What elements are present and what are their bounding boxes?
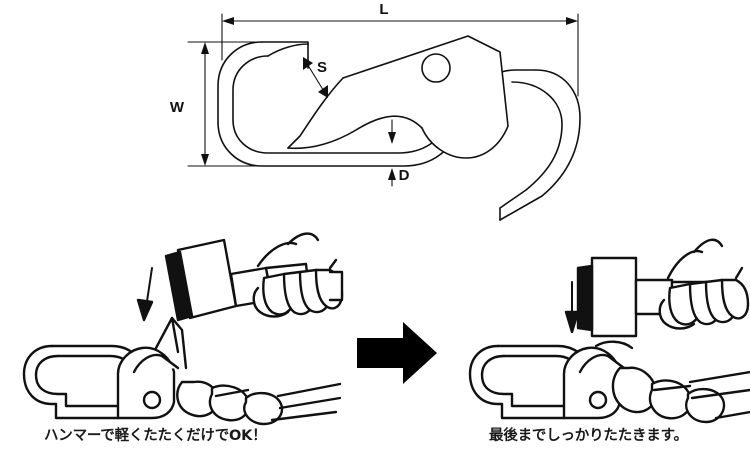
dimension-label-L: L: [379, 1, 388, 18]
step2-hammer-head: [590, 256, 638, 338]
step1-hook-ring-inner: [34, 354, 120, 408]
step1-hand-arm: [286, 232, 320, 246]
step-2-caption: 最後までしっかりたたきます。: [489, 428, 688, 444]
step-1-caption: ハンマーで軽くたたくだけでOK！: [44, 428, 267, 444]
step2-strike-arrowhead: [564, 310, 580, 334]
step2-closed-gate: [594, 340, 634, 350]
step1-hammer-strike-face: [164, 250, 194, 322]
dimension-D-arrowhead-top: [388, 132, 396, 144]
gate-latch-lower-edge: [287, 115, 423, 150]
step1-hand-cuff: [328, 270, 344, 302]
step1-wedge-rivet: [142, 390, 162, 410]
step2-finger-4: [720, 278, 750, 320]
dimension-label-D: D: [399, 167, 410, 184]
step2-hook-ring-inner: [480, 354, 566, 408]
step1-wedge-body-top: [132, 353, 180, 374]
step2-chain-link-overlap: [652, 384, 692, 392]
step1-chain-tail-mid: [278, 396, 342, 410]
step1-chain-tail-top: [276, 382, 342, 398]
step2-wedge-rivet: [588, 390, 608, 410]
dimension-label-S: S: [317, 59, 327, 76]
step2-chain-link-1: [611, 366, 658, 414]
step2-hand-arm: [692, 238, 724, 254]
dimension-label-W: W: [170, 99, 185, 116]
carabiner-gate-seat-top: [261, 41, 309, 69]
step1-open-gate-blade: [154, 316, 188, 370]
step1-chain-link-overlap: [214, 388, 250, 398]
dimension-L-group: [221, 13, 579, 97]
hook-inner-curve: [499, 81, 563, 209]
step1-strike-arrowhead: [136, 298, 154, 322]
dimension-S-line: [305, 61, 326, 94]
step1-hand-wrist: [328, 258, 338, 270]
dimension-S-arrowhead-lower: [318, 85, 328, 98]
step2-hand-thumb: [666, 249, 704, 280]
step1-chain-link-1: [176, 380, 220, 418]
step2-hammer-strike-face: [576, 264, 594, 332]
dimension-S-arrowhead-upper: [303, 57, 313, 70]
step1-chain-tail-bottom: [270, 410, 338, 422]
step2-chain-tail-mid: [690, 388, 750, 400]
carabiner-gate-seat: [267, 43, 309, 57]
dimension-W-group: [187, 41, 269, 167]
dimension-D-arrowhead-bottom: [388, 168, 396, 180]
dimension-W-arrowhead-top: [201, 42, 209, 54]
step1-hand-thumb: [256, 241, 298, 268]
step1-open-gate-blade-edge: [170, 316, 180, 354]
step2-chain-tail-bottom: [714, 410, 750, 420]
dimension-L-arrowhead-left: [222, 17, 234, 25]
dimension-W-arrowhead-bottom: [201, 154, 209, 166]
step2-wedge-body-top: [578, 353, 626, 374]
carabiner-inner-body: [232, 55, 449, 154]
step2-hand-wrist: [734, 266, 744, 280]
gate-latch-underside: [287, 77, 344, 149]
step2-chain-tail-top: [688, 370, 750, 384]
dimension-S-group: [305, 61, 326, 94]
latch-rivet-hole: [421, 53, 451, 83]
hook-outer-curve: [499, 69, 581, 221]
gate-latch-plate: [342, 35, 509, 159]
step-flow-arrow: [357, 322, 437, 384]
dimension-L-arrowhead-right: [566, 17, 578, 25]
